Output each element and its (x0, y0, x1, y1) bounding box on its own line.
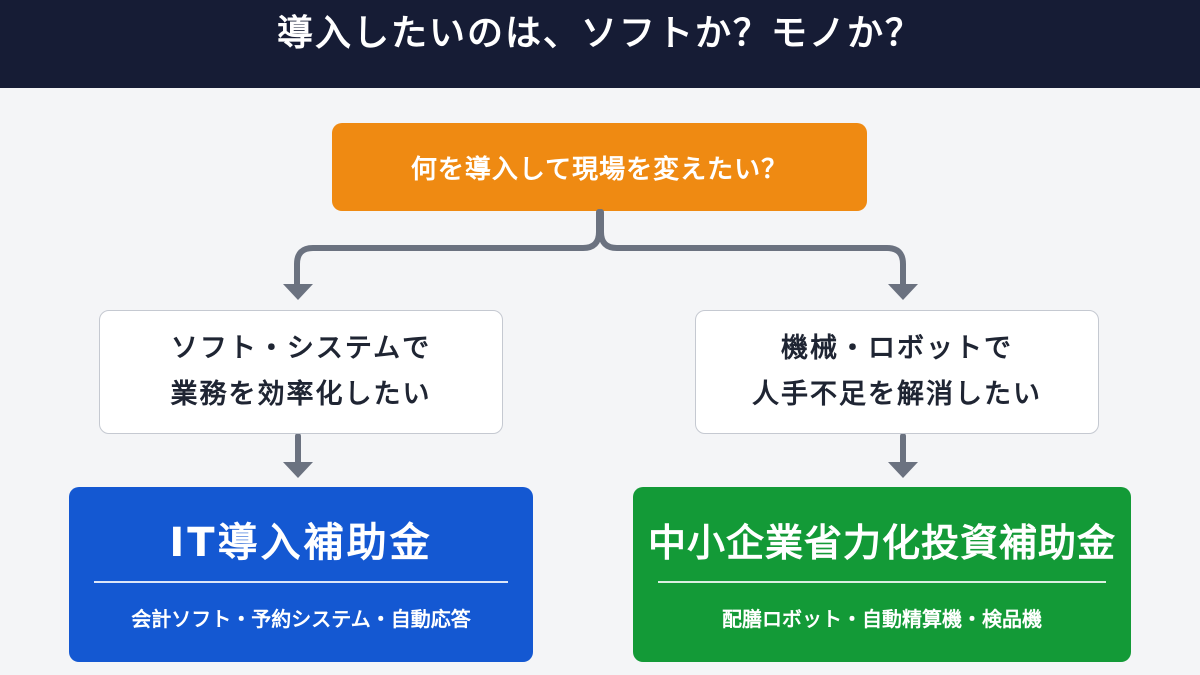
result-mono-subsidy: 中小企業省力化投資補助金 配膳ロボット・自動精算機・検品機 (633, 487, 1131, 662)
question-box: 何を導入して現場を変えたい？ (332, 123, 867, 211)
choice-machine-line2: 人手不足を解消したい (752, 379, 1042, 410)
choice-software: ソフト・システムで 業務を効率化したい (99, 310, 503, 434)
arrow-down-icon (888, 462, 918, 478)
divider (658, 581, 1106, 583)
choice-machine: 機械・ロボットで 人手不足を解消したい (695, 310, 1099, 434)
result-mono-desc: 配膳ロボット・自動精算機・検品機 (722, 607, 1042, 631)
arrow-down-icon (283, 284, 313, 300)
choice-software-line2: 業務を効率化したい (170, 379, 432, 410)
page-title: 導入したいのは、ソフトか？モノか？ (276, 13, 923, 54)
branch-connector (598, 209, 906, 287)
result-it-title: IT導入補助金 (169, 520, 433, 566)
result-it-subsidy: IT導入補助金 会計ソフト・予約システム・自動応答 (69, 487, 533, 662)
choice-machine-line1: 機械・ロボットで (781, 333, 1013, 364)
arrow-down-icon (888, 284, 918, 300)
choice-software-line1: ソフト・システムで (170, 333, 432, 364)
branch-connector (294, 209, 602, 287)
result-it-desc: 会計ソフト・予約システム・自動応答 (131, 607, 471, 631)
divider (94, 581, 508, 583)
header-bar: 導入したいのは、ソフトか？モノか？ (0, 0, 1200, 88)
result-mono-title: 中小企業省力化投資補助金 (647, 521, 1116, 565)
arrow-down-icon (283, 462, 313, 478)
